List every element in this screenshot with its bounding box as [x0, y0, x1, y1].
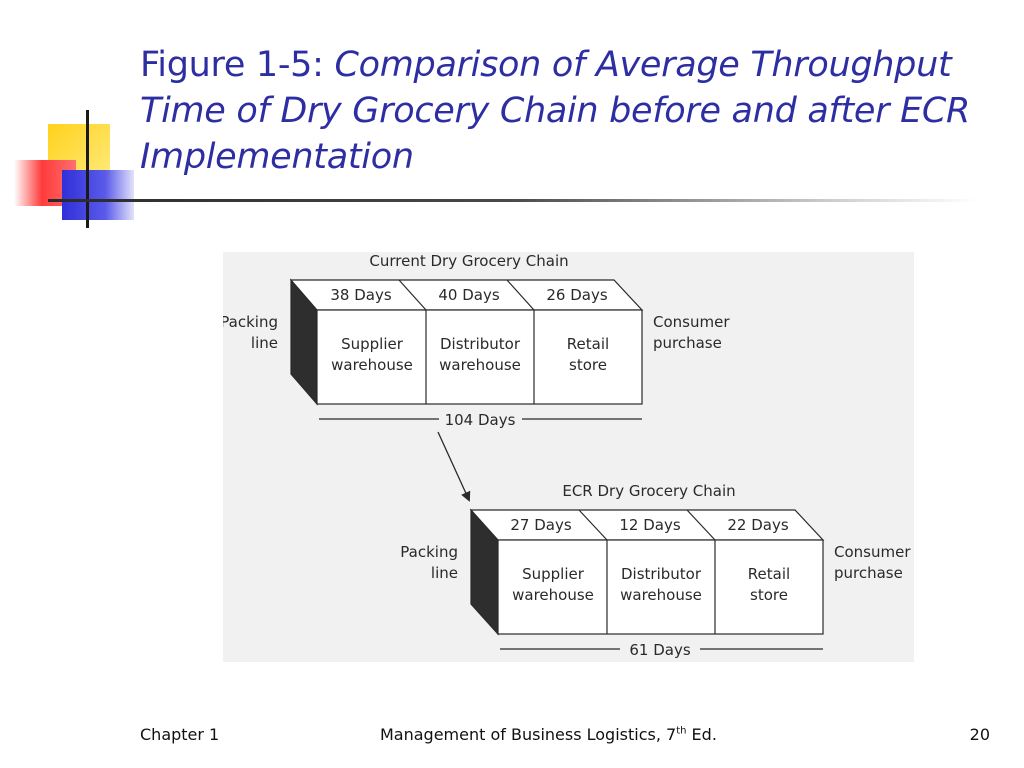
current-seg-2-line-1: Distributor [440, 335, 521, 353]
footer-page-number: 20 [969, 725, 990, 744]
title-prefix: Figure 1-5: [140, 45, 335, 85]
current-right-label-1: Consumer [653, 313, 730, 331]
current-seg-1-line-2: warehouse [331, 356, 413, 374]
title-italic: Comparison of Average Throughput Time of… [140, 45, 971, 177]
footer-book-title-sup: th [676, 725, 687, 737]
current-days-1: 38 Days [330, 286, 391, 304]
footer-chapter: Chapter 1 [140, 725, 220, 744]
current-seg-3-line-2: store [569, 356, 607, 374]
ecr-days-1: 27 Days [510, 516, 571, 534]
deco-blue-square [62, 170, 134, 220]
ecr-seg-2-line-2: warehouse [620, 586, 702, 604]
ecr-days-3: 22 Days [727, 516, 788, 534]
current-top-divider-1 [398, 279, 427, 311]
ecr-days-2: 12 Days [619, 516, 680, 534]
ecr-left-label-1: Packing [400, 543, 458, 561]
ecr-seg-3-line-1: Retail [748, 565, 790, 583]
title-rule [48, 199, 978, 202]
current-left-label-2: line [251, 334, 278, 352]
ecr-box-front [497, 539, 824, 635]
ecr-chain: ECR Dry Grocery Chain Packing line Consu… [400, 482, 911, 659]
footer-book-title-main: Management of Business Logistics, 7 [380, 725, 677, 744]
transition-arrow [437, 431, 471, 502]
throughput-figure: Current Dry Grocery Chain Packing line C… [223, 252, 914, 662]
ecr-seg-2-line-1: Distributor [621, 565, 702, 583]
current-right-label-2: purchase [653, 334, 722, 352]
deco-vertical-line [86, 110, 89, 228]
current-seg-2-line-2: warehouse [439, 356, 521, 374]
ecr-seg-1-line-2: warehouse [512, 586, 594, 604]
current-box-front [316, 309, 643, 405]
current-chain-heading: Current Dry Grocery Chain [369, 252, 568, 270]
current-chain: Current Dry Grocery Chain Packing line C… [223, 252, 730, 429]
throughput-diagram: Current Dry Grocery Chain Packing line C… [223, 252, 911, 659]
current-days-3: 26 Days [546, 286, 607, 304]
ecr-total: 61 Days [629, 641, 690, 659]
ecr-right-label-2: purchase [834, 564, 903, 582]
current-seg-3-line-1: Retail [567, 335, 609, 353]
ecr-top-divider-1 [578, 509, 608, 541]
ecr-right-label-1: Consumer [834, 543, 911, 561]
ecr-left-label-2: line [431, 564, 458, 582]
ecr-chain-heading: ECR Dry Grocery Chain [562, 482, 735, 500]
current-total: 104 Days [445, 411, 516, 429]
slide-title: Figure 1-5: Comparison of Average Throug… [140, 42, 1010, 180]
current-days-2: 40 Days [438, 286, 499, 304]
ecr-seg-1-line-1: Supplier [522, 565, 585, 583]
current-top-divider-2 [506, 279, 535, 311]
footer-book-title: Management of Business Logistics, 7th Ed… [380, 725, 780, 744]
footer-book-title-end: Ed. [686, 725, 717, 744]
current-left-label-1: Packing [223, 313, 278, 331]
ecr-seg-3-line-2: store [750, 586, 788, 604]
ecr-top-divider-2 [686, 509, 716, 541]
current-seg-1-line-1: Supplier [341, 335, 404, 353]
